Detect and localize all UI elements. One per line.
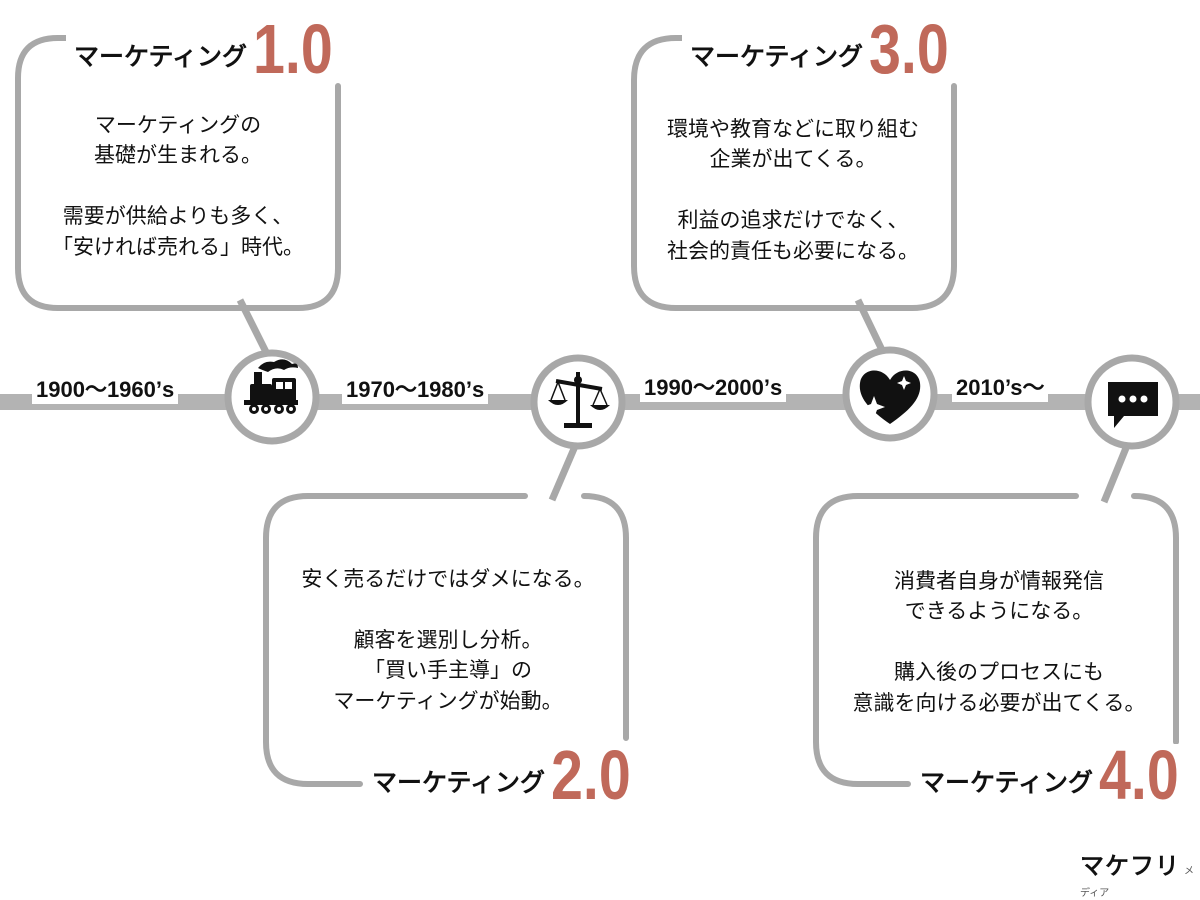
era-box-3 <box>631 35 957 311</box>
era-number: 3.0 <box>869 10 949 88</box>
era-number: 1.0 <box>253 10 333 88</box>
era-box-2 <box>263 493 629 787</box>
era-title-1: マーケティング 1.0 <box>66 10 345 88</box>
era-description-1: マーケティングの 基礎が生まれる。 需要が供給よりも多く、 「安ければ売れる」時… <box>52 113 304 259</box>
era-number: 4.0 <box>1099 736 1179 814</box>
era-title-2: マーケティング 2.0 <box>364 736 643 814</box>
era-label: マーケティング <box>372 768 546 797</box>
era-description-4: 消費者自身が情報発信 できるようになる。 購入後のプロセスにも 意識を向ける必要… <box>852 569 1146 715</box>
era-label: マーケティング <box>74 42 248 71</box>
era-box-1 <box>15 35 341 311</box>
era-description-3: 環境や教育などに取り組む 企業が出てくる。 利益の追求だけでなく、 社会的責任も… <box>667 117 919 263</box>
brand-logo: マケフリメディア <box>1080 846 1200 900</box>
connector-2 <box>548 442 580 502</box>
logo-main: マケフリ <box>1080 852 1180 880</box>
era-box-4 <box>813 493 1179 787</box>
era-label: マーケティング <box>690 42 864 71</box>
period-label-1: 1900〜1960’s <box>32 372 179 404</box>
period-label-3: 1990〜2000’s <box>640 370 787 402</box>
chat-bubble-icon <box>1108 382 1158 428</box>
steam-train-icon <box>244 359 298 414</box>
era-number: 2.0 <box>551 736 631 814</box>
era-label: マーケティング <box>920 768 1094 797</box>
heart-sparkle-icon <box>859 370 921 424</box>
era-title-4: マーケティング 4.0 <box>912 736 1191 814</box>
balance-scale-icon <box>548 372 610 428</box>
era-description-2: 安く売るだけではダメになる。 顧客を選別し分析。 「買い手主導」の マーケティン… <box>301 567 595 713</box>
period-label-4: 2010’s〜 <box>952 370 1049 402</box>
connector-4 <box>1100 446 1130 504</box>
era-title-3: マーケティング 3.0 <box>682 10 961 88</box>
period-label-2: 1970〜1980’s <box>342 372 489 404</box>
logo-sub: メディア <box>1080 866 1194 899</box>
